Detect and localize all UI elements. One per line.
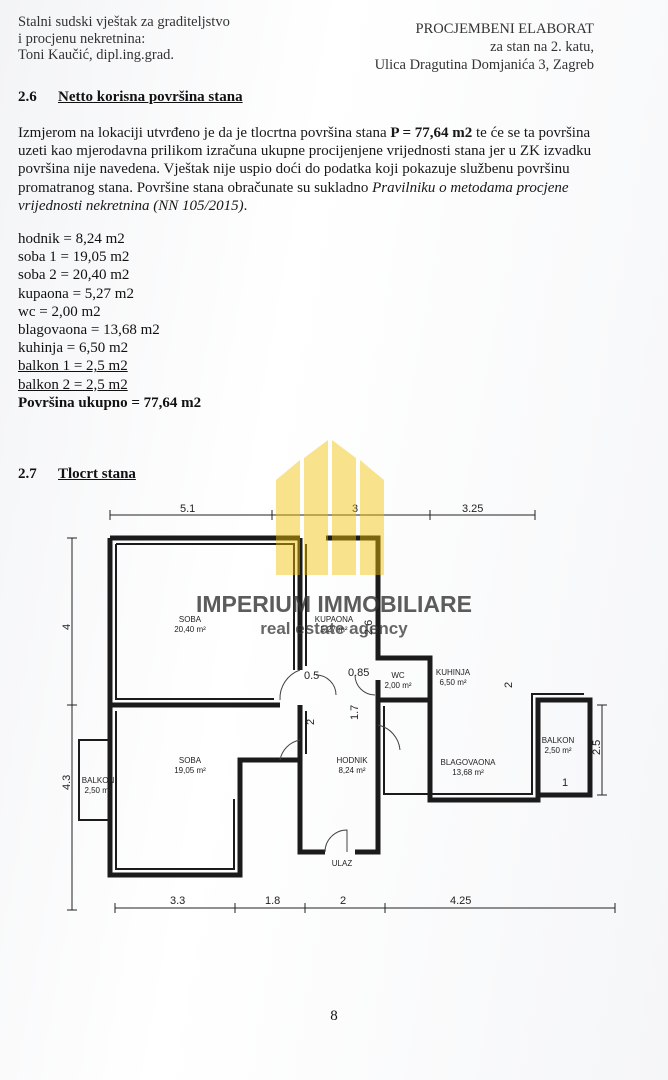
room-area: 2,50 m² [84, 786, 111, 795]
area-item: kupaona = 5,27 m2 [18, 285, 134, 302]
room-name: HODNIK [336, 756, 368, 765]
room-area: 5,27 m² [320, 625, 347, 634]
dimension-lines [67, 510, 616, 913]
area-paragraph: Izmjerom na lokaciji utvrđeno je da je t… [18, 124, 618, 215]
entrance-label: ULAZ [332, 859, 353, 868]
room-area: 13,68 m² [452, 768, 484, 777]
room-name: SOBA [179, 615, 202, 624]
area-total: Površina ukupno = 77,64 m2 [18, 394, 202, 411]
dim-left-1: 4 [61, 624, 73, 630]
dim-bottom-3: 2 [340, 895, 346, 907]
section-title: Netto korisna površina stana [58, 89, 243, 105]
room-name: BALKON [82, 776, 115, 785]
dim-inner-7: 1 [562, 777, 568, 789]
dim-inner-1: 0.5 [304, 670, 319, 682]
room-name: BLAGOVAONA [441, 758, 497, 767]
dim-right-1: 2.5 [591, 740, 603, 755]
document-header: PROCJEMBENI ELABORAT za stan na 2. katu,… [375, 20, 594, 74]
dim-inner-4: 2 [305, 719, 317, 725]
room-area: 8,24 m² [338, 766, 365, 775]
section-number: 2.6 [18, 89, 37, 105]
dim-top-3: 3.25 [462, 503, 483, 515]
wall-inner-lines [78, 543, 584, 870]
wall-outline [107, 535, 593, 878]
room-name: WC [391, 671, 405, 680]
section-heading-2-6: 2.6 Netto korisna površina stana [18, 89, 243, 106]
room-name: KUHINJA [436, 668, 471, 677]
room-area: 19,05 m² [174, 766, 206, 775]
author-line-1: Stalni sudski vještak za graditeljstvo [18, 14, 230, 30]
dim-inner-3: 2.6 [363, 620, 375, 635]
header-line-3: Ulica Dragutina Domjanića 3, Zagreb [374, 57, 594, 73]
paragraph-text-end: . [243, 197, 248, 214]
dim-bottom-1: 3.3 [170, 895, 185, 907]
author-header: Stalni sudski vještak za graditeljstvo i… [18, 14, 230, 64]
area-item: soba 1 = 19,05 m2 [18, 249, 130, 266]
area-item: balkon 1 = 2,5 m2 [18, 358, 128, 375]
area-item: wc = 2,00 m2 [18, 303, 101, 320]
area-item: soba 2 = 20,40 m2 [18, 267, 130, 284]
area-item: balkon 2 = 2,5 m2 [18, 376, 128, 393]
room-area: 2,50 m² [544, 746, 571, 755]
dim-inner-2: 0.85 [348, 667, 369, 679]
section-heading-2-7: 2.7 Tlocrt stana [18, 466, 136, 483]
door-swings [279, 669, 401, 853]
area-item: hodnik = 8,24 m2 [18, 231, 125, 247]
paragraph-text-1: Izmjerom na lokaciji utvrđeno je da je t… [18, 125, 391, 141]
section-number: 2.7 [18, 466, 37, 482]
dim-inner-6: 2 [503, 682, 515, 688]
dim-left-2: 4.3 [61, 775, 73, 790]
dim-top-2: 3 [352, 503, 358, 515]
area-list: hodnik = 8,24 m2 soba 1 = 19,05 m2 soba … [18, 230, 201, 412]
room-area: 20,40 m² [174, 625, 206, 634]
room-labels: SOBA 20,40 m² KUPAONA 5,27 m² WC 2,00 m²… [82, 615, 575, 868]
room-name: BALKON [542, 736, 575, 745]
area-item: blagovaona = 13,68 m2 [18, 322, 160, 339]
room-area: 6,50 m² [439, 678, 466, 687]
author-line-2: i procjenu nekretnina: [18, 30, 146, 47]
section-title: Tlocrt stana [58, 466, 136, 482]
room-name: SOBA [179, 756, 202, 765]
dim-bottom-4: 4.25 [450, 895, 471, 907]
header-line-2: za stan na 2. katu, [490, 39, 594, 55]
dimension-labels: 5.1 3 3.25 3.3 1.8 2 4.25 4 4.3 2.5 0.5 … [61, 503, 603, 907]
room-area: 2,00 m² [384, 681, 411, 690]
page-number: 8 [330, 1008, 338, 1024]
dim-bottom-2: 1.8 [265, 895, 280, 907]
regulation-reference: Pravilniku o metodama procjene vrijednos… [18, 179, 569, 214]
dim-top-1: 5.1 [180, 503, 195, 515]
author-line-3: Toni Kaučić, dipl.ing.grad. [18, 47, 175, 63]
paragraph-text-2: te će se ta površina uzeti kao mjerodavn… [18, 125, 592, 196]
floor-plan: 5.1 3 3.25 3.3 1.8 2 4.25 4 4.3 2.5 0.5 … [61, 503, 616, 913]
dim-inner-5: 1.7 [349, 705, 361, 720]
total-area-value: P = 77,64 m2 [390, 125, 473, 141]
area-item: kuhinja = 6,50 m2 [18, 340, 129, 357]
room-name: KUPAONA [315, 615, 354, 624]
header-line-1: PROCJEMBENI ELABORAT [415, 21, 594, 37]
